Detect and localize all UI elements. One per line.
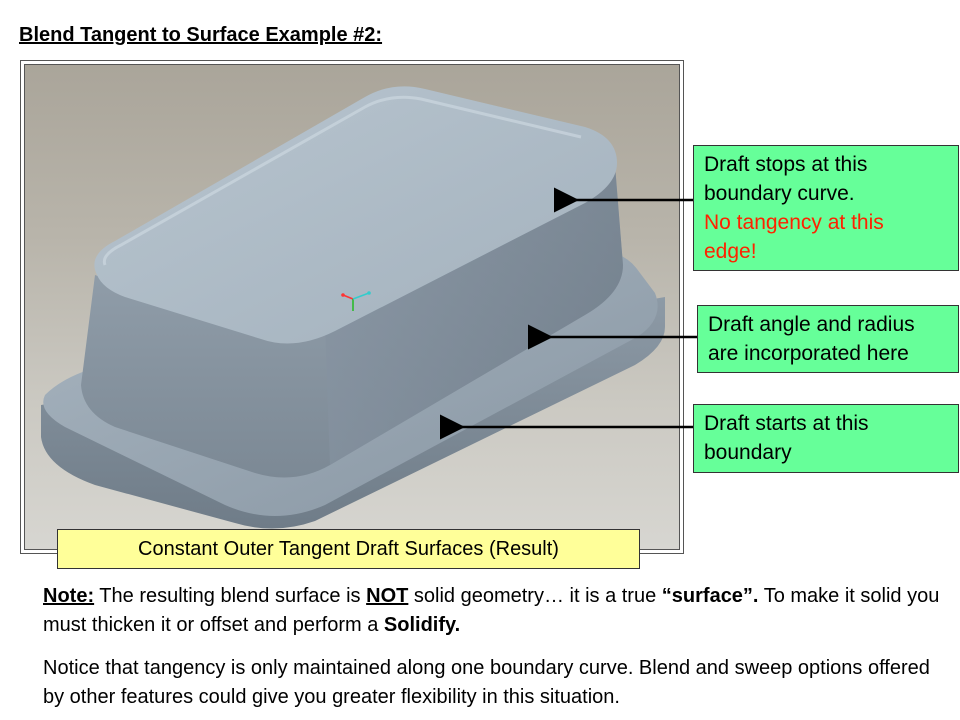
callout-top-line1: Draft stops at this: [704, 153, 868, 176]
note-not: NOT: [366, 585, 409, 607]
coordinate-triad: [341, 291, 371, 311]
callout-draft-angle: Draft angle and radius are incorporated …: [697, 305, 959, 373]
result-caption: Constant Outer Tangent Draft Surfaces (R…: [57, 529, 640, 569]
note-text-1: The resulting blend surface is: [94, 585, 367, 607]
callout-top-warning2: edge!: [704, 240, 757, 263]
note-text-3: To make it solid you must thicken it or …: [43, 585, 940, 636]
model-rendering: [41, 86, 665, 529]
slide-title: Blend Tangent to Surface Example #2:: [19, 24, 383, 46]
callout-draft-starts: Draft starts at this boundary: [693, 404, 959, 473]
top-edge-highlight: [102, 95, 582, 266]
top-face: [94, 86, 618, 344]
callout-top-warning1: No tangency at this: [704, 211, 884, 234]
callout-draft-stops: Draft stops at this boundary curve. No t…: [693, 145, 959, 271]
callout-top-line2: boundary curve.: [704, 182, 855, 205]
note-surface: “surface”.: [661, 585, 759, 607]
note-paragraph: Note: The resulting blend surface is NOT…: [43, 582, 943, 640]
callout-middle-line2: are incorporated here: [708, 342, 909, 365]
callout-middle-line1: Draft angle and radius: [708, 313, 915, 336]
callout-bottom-line1: Draft starts at this: [704, 412, 869, 435]
drafted-wall-side: [325, 165, 623, 465]
note-label: Note:: [43, 585, 95, 607]
note-text-2: solid geometry… it is a true: [408, 585, 662, 607]
tangency-paragraph: Notice that tangency is only maintained …: [43, 657, 930, 708]
callout-bottom-line2: boundary: [704, 441, 792, 464]
note-solidify: Solidify.: [383, 614, 461, 636]
model-viewport[interactable]: [24, 64, 680, 550]
